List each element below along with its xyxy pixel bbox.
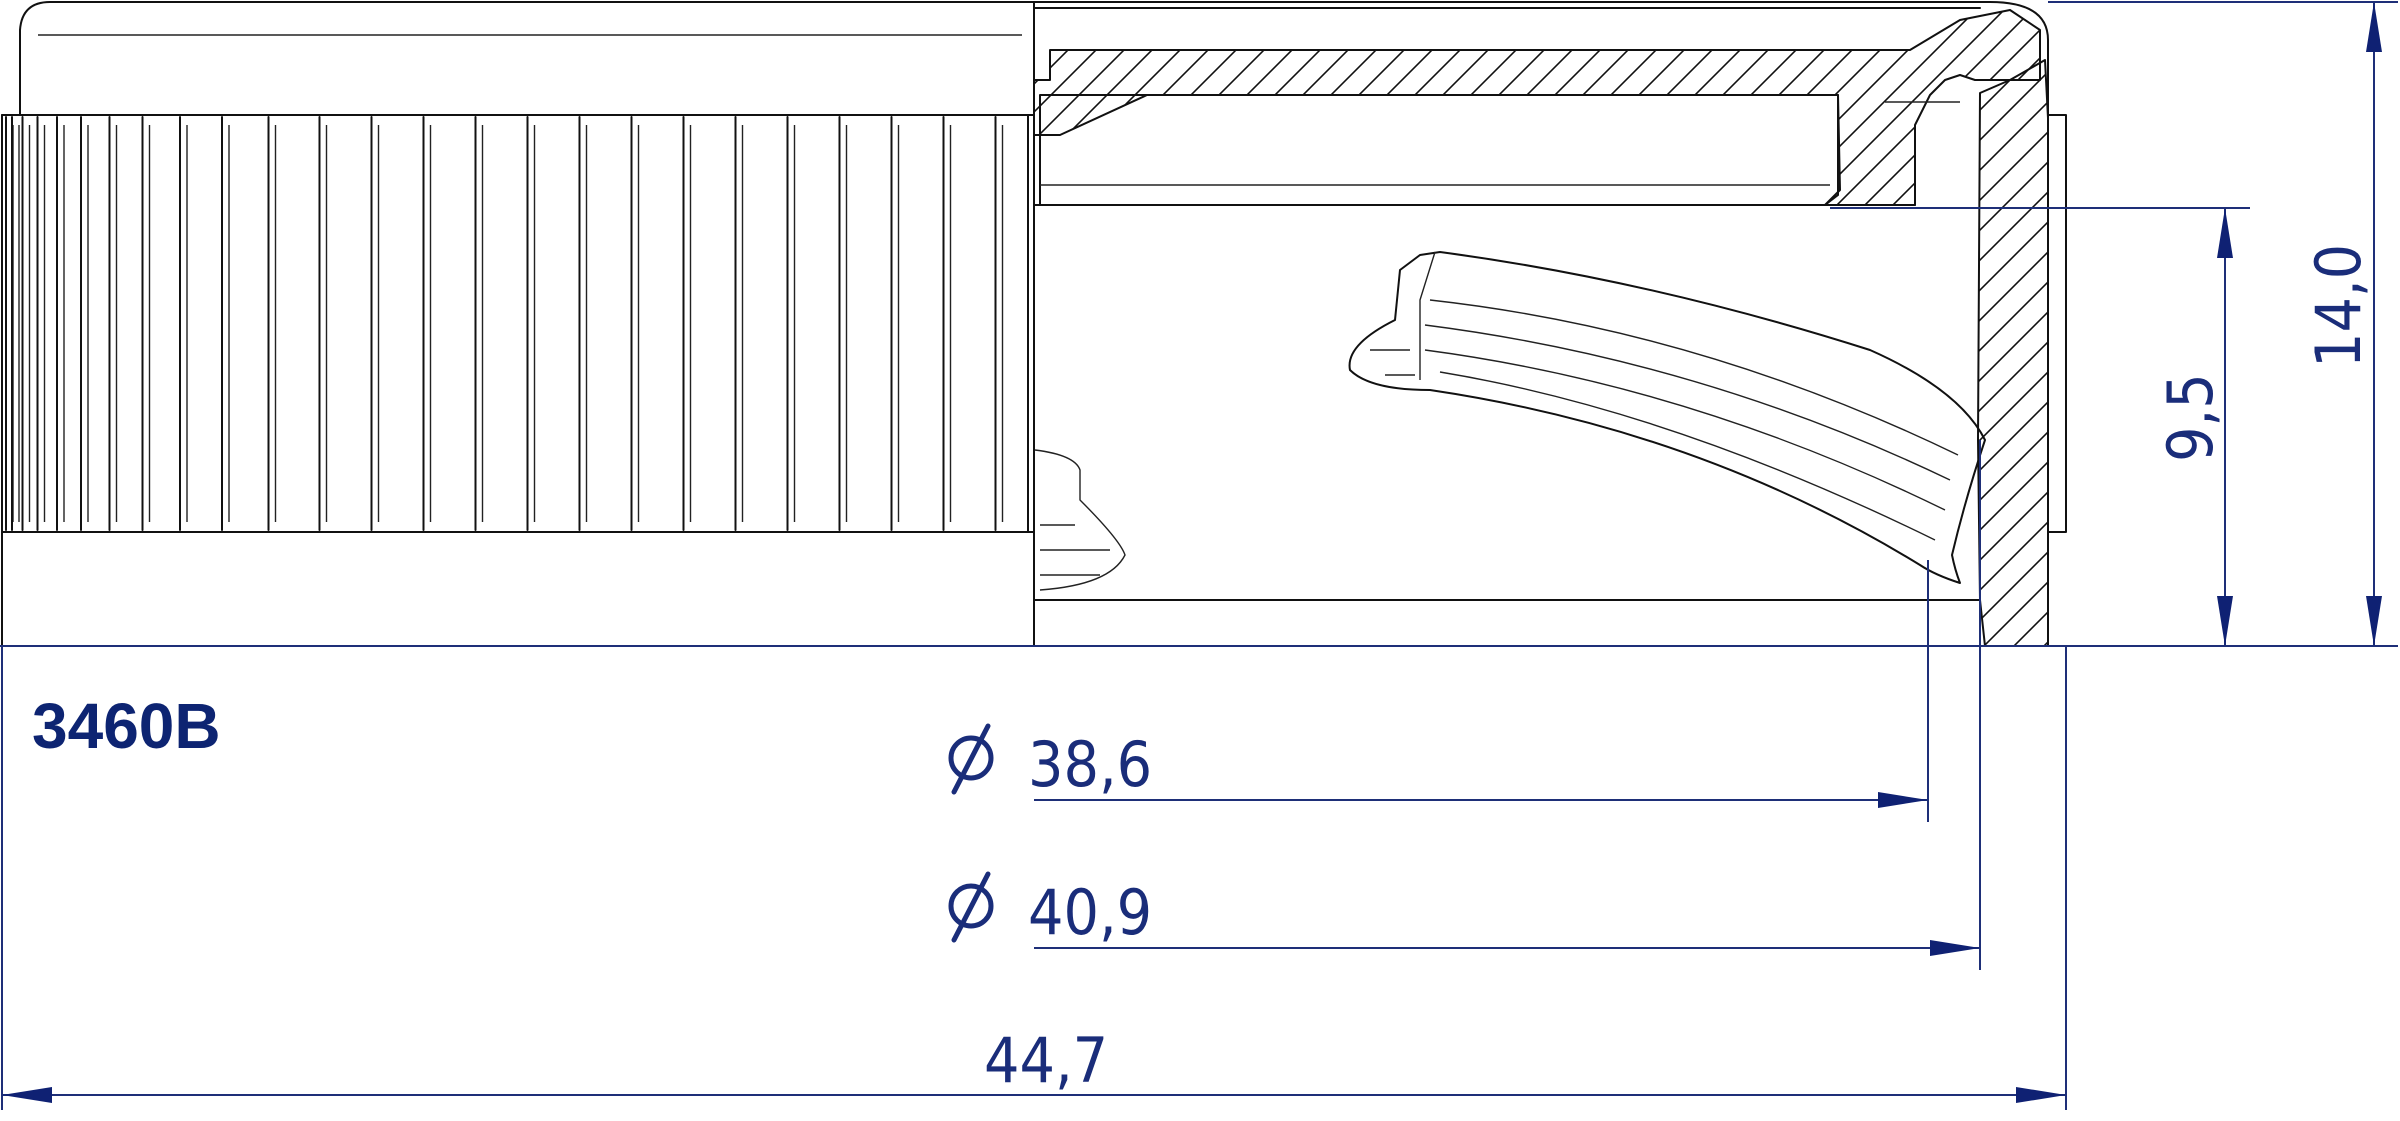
hatch-line <box>1523 10 1735 205</box>
hatch-line <box>1719 10 1931 205</box>
hatch-line <box>1978 60 2048 646</box>
outer-width-arrow-right <box>2016 1087 2066 1103</box>
hatch-line <box>1467 10 1679 205</box>
hatch-line <box>1579 10 1791 205</box>
hatch-line <box>1411 10 1623 205</box>
hatch-line <box>1355 10 1567 205</box>
thread-groove-5 <box>1439 371 1936 541</box>
hatch-line <box>1747 10 1959 205</box>
diameter-symbol-icon <box>948 723 994 795</box>
hatch-line <box>1034 10 1119 205</box>
hatch-line <box>1187 10 1399 205</box>
hatch-line <box>1859 10 2040 205</box>
hatch-line <box>1978 60 2048 646</box>
hatch-line <box>1034 10 1231 205</box>
thread-groove-3 <box>1424 324 1951 481</box>
hatch-line <box>1775 10 1987 205</box>
inner-diameter-arrow <box>1878 792 1928 808</box>
hatch-line <box>1978 60 2048 646</box>
thread-diameter-value: 40,9 <box>1028 876 1152 949</box>
inner-height-arrow-top <box>2217 208 2233 258</box>
outer-dome-outline <box>1033 1 2049 647</box>
total-height-value: 14,0 <box>2302 244 2375 368</box>
dimension-labels: 3460B 38,6 40,9 44,7 9,5 14,0 <box>32 244 2375 1097</box>
outer-width-value: 44,7 <box>984 1024 1108 1097</box>
knurl-ribs <box>5 116 1004 531</box>
hatch-line <box>1075 10 1287 205</box>
cap-exterior-view <box>1 1 1035 647</box>
hatch-line <box>1978 60 2048 646</box>
hatch-line <box>1439 10 1651 205</box>
hatch-line <box>1663 10 1875 205</box>
hatch-line <box>1635 10 1847 205</box>
thread-diameter-arrow <box>1930 940 1980 956</box>
hatch-line <box>1831 10 2040 205</box>
cap-top-dome-outline <box>19 1 1035 116</box>
inner-liner <box>1039 94 1839 206</box>
hatch-line <box>1978 60 2048 646</box>
hatch-line <box>1691 10 1903 205</box>
skirt-step <box>2047 114 2067 533</box>
hatch-line <box>1978 60 2048 646</box>
hatch-line <box>1803 10 2015 205</box>
inner-height-value: 9,5 <box>2154 373 2227 462</box>
hatch-line <box>1034 10 1063 205</box>
hatch-line <box>1215 10 1427 205</box>
hatch-line <box>1915 10 2040 205</box>
top-wall-hatching <box>1034 10 2040 205</box>
hatch-line <box>1271 10 1483 205</box>
hatch-line <box>1978 60 2048 646</box>
top-wall-section <box>1033 9 2041 206</box>
outer-width-arrow-left <box>2 1087 52 1103</box>
hatch-line <box>1978 60 2036 646</box>
hatch-line <box>1978 60 2048 646</box>
hatch-line <box>1495 10 1707 205</box>
hatch-line <box>1607 10 1819 205</box>
total-height-arrow-bottom <box>2366 596 2382 646</box>
thread-groove-1 <box>1419 251 1436 380</box>
inner-height-arrow-bottom <box>2217 596 2233 646</box>
hatch-line <box>1034 10 1091 205</box>
inner-diameter-value: 38,6 <box>1028 728 1152 801</box>
hatch-line <box>1103 10 1315 205</box>
hatch-line <box>1034 10 1203 205</box>
thread-groove-4 <box>1424 349 1946 511</box>
hatch-line <box>1551 10 1763 205</box>
side-wall-hatching <box>1380 55 2048 650</box>
thread-groove-2 <box>1429 299 1959 456</box>
thread-start-detail <box>1034 449 1126 591</box>
hatch-line <box>1383 10 1595 205</box>
hatch-line <box>2027 10 2040 205</box>
total-height-arrow-top <box>2366 2 2382 52</box>
hatch-line <box>1380 55 1975 650</box>
hatch-line <box>1299 10 1511 205</box>
thread-profile-outer <box>1348 251 1986 584</box>
hatch-line <box>1978 60 2048 646</box>
hatch-line <box>1978 60 2048 646</box>
hatch-line <box>1978 60 2048 646</box>
hatch-line <box>1243 10 1455 205</box>
hatch-line <box>1971 10 2040 205</box>
hatch-line <box>1047 10 1259 205</box>
hatch-line <box>1159 10 1371 205</box>
cap-cross-section <box>1033 1 2067 650</box>
hatch-line <box>1327 10 1539 205</box>
diameter-symbol-icon <box>948 871 994 943</box>
part-number-label: 3460B <box>32 690 221 762</box>
hatch-line <box>1131 10 1343 205</box>
hatch-line <box>1978 60 2048 646</box>
